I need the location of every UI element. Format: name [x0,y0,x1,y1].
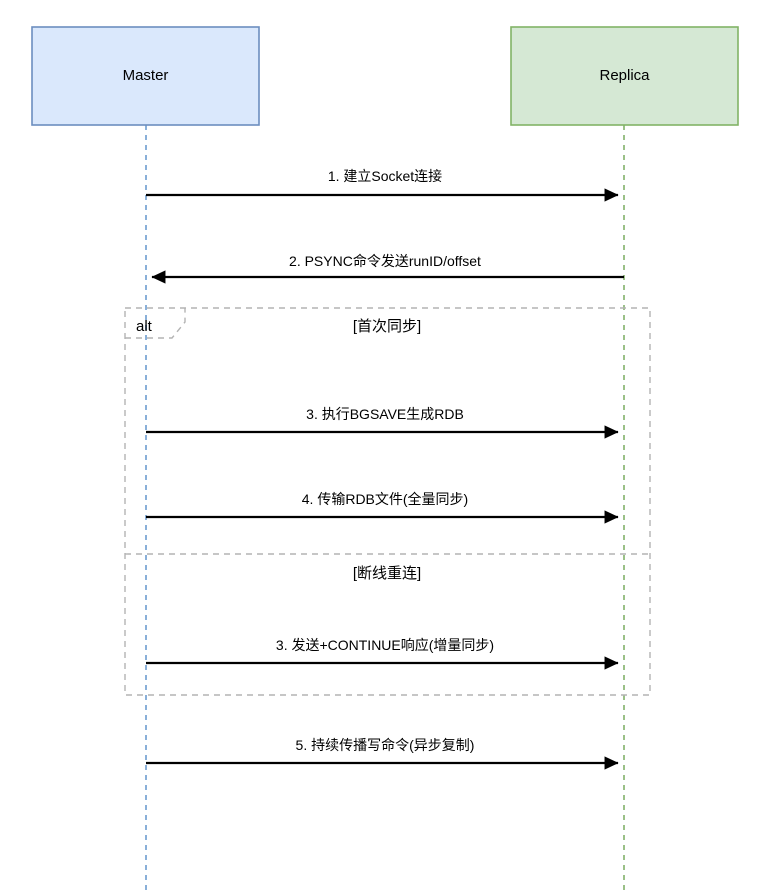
alt-fragment: alt [首次同步] [断线重连] [124,307,651,696]
alt-section-condition-first-sync: [首次同步] [353,318,421,335]
message-label-1: 1. 建立Socket连接 [328,168,442,184]
participant-label-master: Master [123,67,169,84]
message-4-transfer-rdb[interactable]: 4. 传输RDB文件(全量同步) [146,491,619,524]
message-label-2: 2. PSYNC命令发送runID/offset [289,253,481,269]
message-2-psync-runid-offset[interactable]: 2. PSYNC命令发送runID/offset [151,253,624,284]
message-3-bgsave-rdb[interactable]: 3. 执行BGSAVE生成RDB [146,406,619,439]
message-label-3a: 3. 执行BGSAVE生成RDB [306,406,464,422]
message-5-propagate-writes[interactable]: 5. 持续传播写命令(异步复制) [146,737,619,770]
participant-box-master[interactable] [31,26,260,126]
alt-section-condition-reconnect: [断线重连] [353,565,421,582]
message-label-3b: 3. 发送+CONTINUE响应(增量同步) [276,637,494,653]
message-3-continue-response[interactable]: 3. 发送+CONTINUE响应(增量同步) [146,637,619,670]
alt-operator-label: alt [136,318,153,335]
participant-replica[interactable]: Replica [510,26,739,126]
message-label-5: 5. 持续传播写命令(异步复制) [296,737,475,753]
alt-fragment-border [124,307,651,696]
participant-label-replica: Replica [599,67,650,84]
alt-operator-tab [125,308,186,339]
lifelines-layer [145,125,625,890]
message-label-4: 4. 传输RDB文件(全量同步) [302,491,468,507]
message-1-establish-socket[interactable]: 1. 建立Socket连接 [146,168,619,202]
participant-master[interactable]: Master [31,26,260,126]
participant-box-replica[interactable] [510,26,739,126]
